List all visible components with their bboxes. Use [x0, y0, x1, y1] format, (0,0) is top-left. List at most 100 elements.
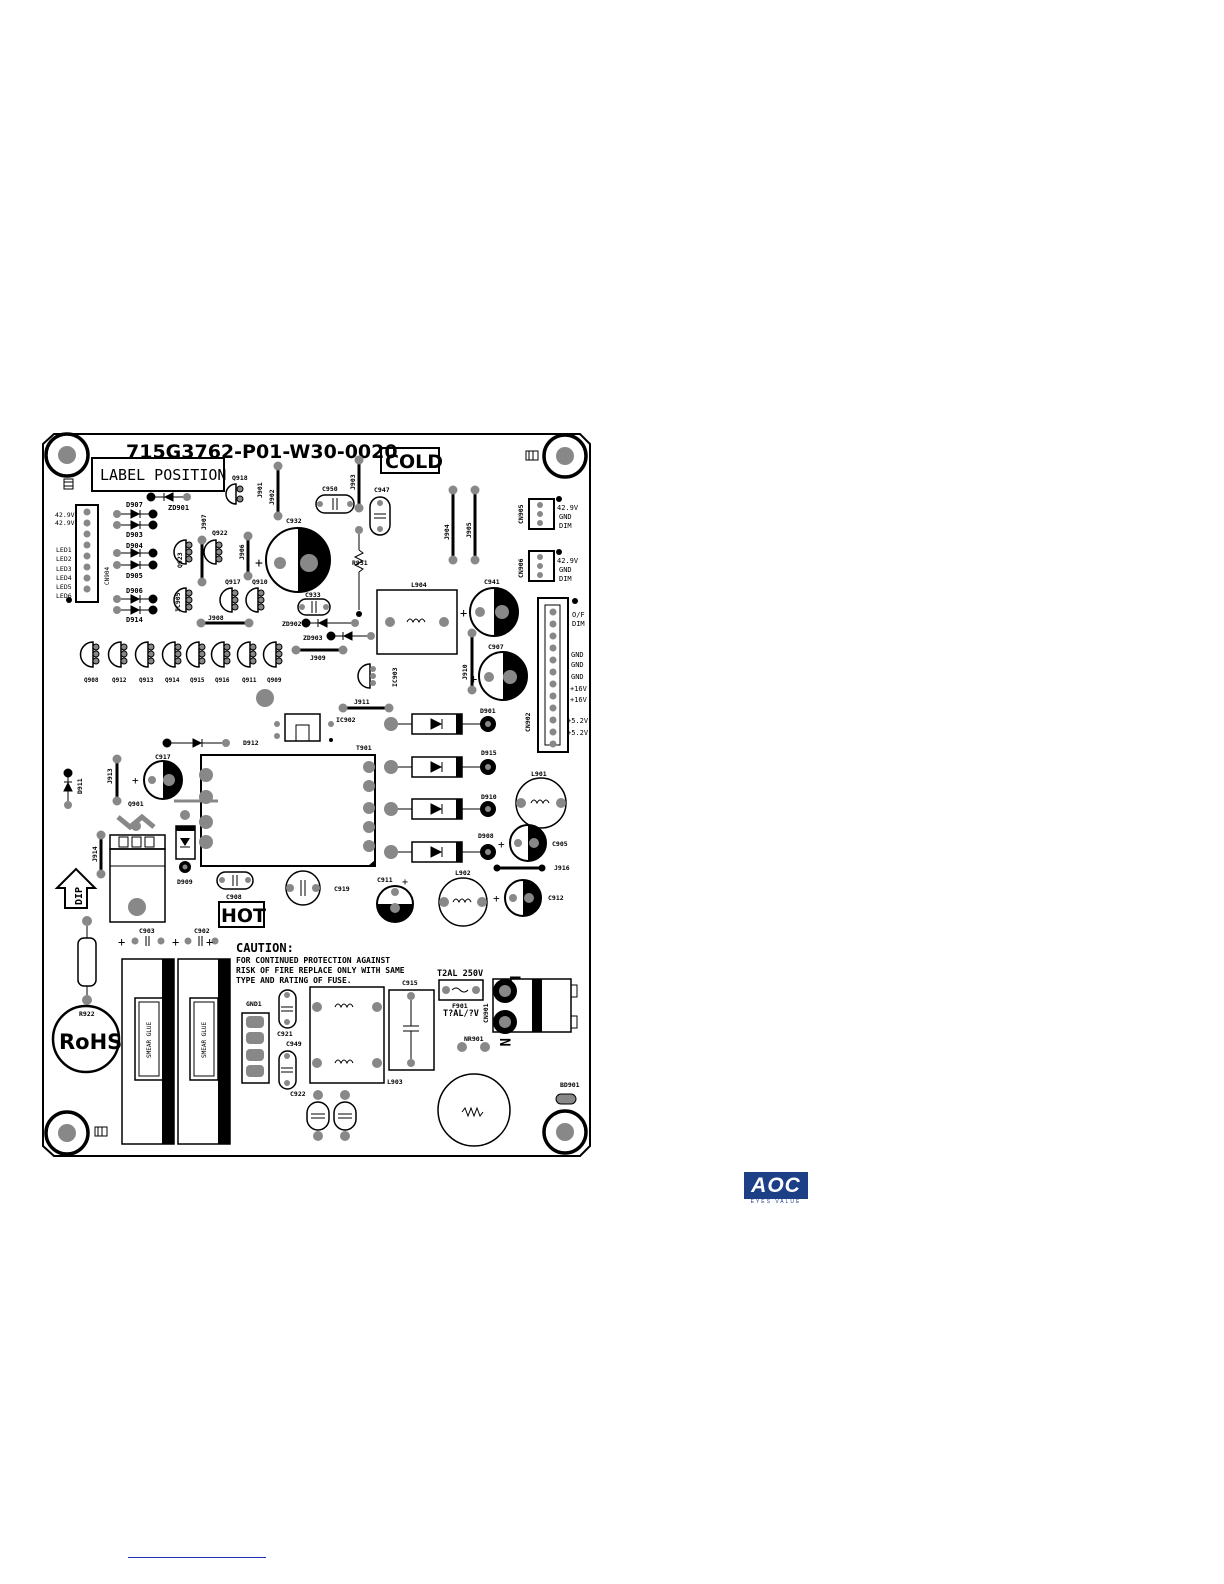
cn905-designator: CN905: [517, 504, 525, 524]
c911-label: C911: [377, 876, 393, 884]
q901-label: Q901: [128, 800, 144, 808]
d911-label: D911: [76, 778, 84, 794]
c902-label: C902: [194, 927, 210, 935]
svg-text:+: +: [172, 935, 179, 949]
svg-text:Q918: Q918: [232, 474, 248, 482]
bridge-bd901: [241, 1012, 270, 1084]
capacitor-c921: [306, 1090, 330, 1141]
c903-smear-glue: SMEAR GLUE: [146, 1021, 153, 1058]
svg-text:LED6: LED6: [56, 592, 72, 600]
cn902-pin-labels: O/F DIM GND GND GND +16V +16V +5.2V +5.2…: [567, 611, 589, 737]
svg-text:J903: J903: [349, 474, 357, 490]
svg-text:D910: D910: [481, 793, 497, 801]
svg-text:42.9V: 42.9V: [55, 511, 75, 519]
capacitor-c903: +: [118, 935, 175, 1145]
c912-label: C912: [548, 894, 564, 902]
inductor-l901: [515, 777, 567, 829]
mounting-hole-br: [542, 1109, 588, 1155]
zener-zd903: [326, 631, 375, 641]
c950-label: C950: [322, 485, 338, 493]
inductor-l904: [376, 589, 458, 655]
svg-text:J904: J904: [443, 524, 451, 540]
svg-text:D914: D914: [126, 616, 143, 624]
l904-label: L904: [411, 581, 427, 589]
cold-text: COLD: [385, 451, 443, 473]
svg-text:Q909: Q909: [267, 677, 282, 684]
screw-icon: [525, 450, 539, 461]
c907-label: C907: [488, 643, 504, 651]
svg-text:J911: J911: [354, 698, 370, 706]
svg-text:J907: J907: [200, 514, 208, 530]
transformer-t901: [174, 754, 376, 867]
capacitor-c917: +: [132, 760, 183, 800]
cn904-designator: CN904: [104, 567, 111, 585]
dip-arrow-icon: [54, 867, 98, 909]
svg-text:+5.2V: +5.2V: [567, 729, 589, 737]
l902-label: L902: [455, 869, 471, 877]
caution-line-3: TYPE AND RATING OF FUSE.: [236, 976, 352, 985]
c933-label: C933: [305, 591, 321, 599]
ic-ic902: [256, 689, 334, 742]
t901-label: T901: [356, 744, 372, 752]
svg-text:+: +: [206, 935, 213, 949]
svg-text:GND: GND: [571, 651, 584, 659]
svg-text:GND: GND: [559, 566, 572, 574]
capacitor-c908: [216, 871, 254, 890]
board-outline: [42, 433, 591, 1157]
svg-text:LED5: LED5: [56, 583, 72, 591]
svg-text:Q908: Q908: [84, 677, 99, 684]
svg-text:Q910: Q910: [252, 578, 268, 586]
svg-text:+5.2V: +5.2V: [567, 717, 589, 725]
caution-line-2: RISK OF FIRE REPLACE ONLY WITH SAME: [236, 966, 405, 975]
capacitor-c950: [315, 494, 355, 514]
svg-text:LED1: LED1: [56, 546, 72, 554]
svg-text:D907: D907: [126, 501, 143, 509]
resistor-r951: [353, 526, 365, 617]
svg-text:42.9V: 42.9V: [55, 519, 75, 527]
c905-label: C905: [552, 840, 568, 848]
ic903-label: IC903: [391, 667, 399, 687]
f901-label: F901: [452, 1002, 468, 1010]
rohs-text: RoHS: [59, 1030, 122, 1054]
svg-text:D908: D908: [478, 832, 494, 840]
svg-text:+: +: [498, 838, 505, 851]
svg-text:Q916: Q916: [215, 677, 230, 684]
hot-text: HOT: [221, 905, 266, 927]
label-position-box: [91, 457, 225, 492]
connector-cn906: [528, 549, 562, 582]
c949-label: C949: [286, 1040, 302, 1048]
mounting-hole-bl: [44, 1110, 90, 1156]
aoc-logo-tagline: EYES VALUE: [750, 1199, 802, 1205]
jumpers-top: [96, 455, 546, 879]
capacitor-c941: +: [460, 587, 519, 637]
capacitor-c905: +: [498, 824, 547, 862]
c908-label: C908: [226, 893, 242, 901]
svg-text:+: +: [470, 672, 477, 686]
mounting-hole-tl: [44, 432, 90, 478]
rectifier-diodes-right: [384, 713, 496, 863]
diode-d912: [162, 738, 230, 748]
svg-text:J910: J910: [461, 664, 469, 680]
svg-text:GND: GND: [571, 661, 584, 669]
svg-text:J916: J916: [554, 864, 570, 872]
r951-label: R951: [352, 559, 368, 567]
cn906-pin-labels: 42.9V GND DIM: [557, 557, 579, 583]
rectifier-diode-labels: D901 D915 D910 D908: [478, 707, 497, 840]
fuse-rating-alt: T?AL/?V: [443, 1009, 479, 1019]
capacitor-c919: [285, 870, 321, 906]
line-mark-l: L: [506, 975, 522, 983]
capacitor-c902: + +: [172, 935, 231, 1145]
capacitor-c922: [333, 1090, 357, 1141]
fuse-f901: [438, 979, 484, 1001]
cn905-pin-labels: 42.9V GND DIM: [557, 504, 579, 530]
cn904-pin-labels: 42.9V 42.9V LED1 LED2 LED3 LED4 LED5 LED…: [55, 511, 75, 600]
l903-label: L903: [387, 1078, 403, 1086]
c941-label: C941: [484, 578, 500, 586]
svg-text:42.9V: 42.9V: [557, 557, 579, 565]
caution-title: CAUTION:: [236, 941, 294, 955]
capacitor-c907: +: [470, 651, 528, 701]
caution-line-1: FOR CONTINUED PROTECTION AGAINST: [236, 956, 390, 965]
capacitor-c911: [376, 885, 414, 923]
jumper-labels: J901 J902 J903 J904 J905 J906 J907 J908 …: [91, 474, 570, 872]
